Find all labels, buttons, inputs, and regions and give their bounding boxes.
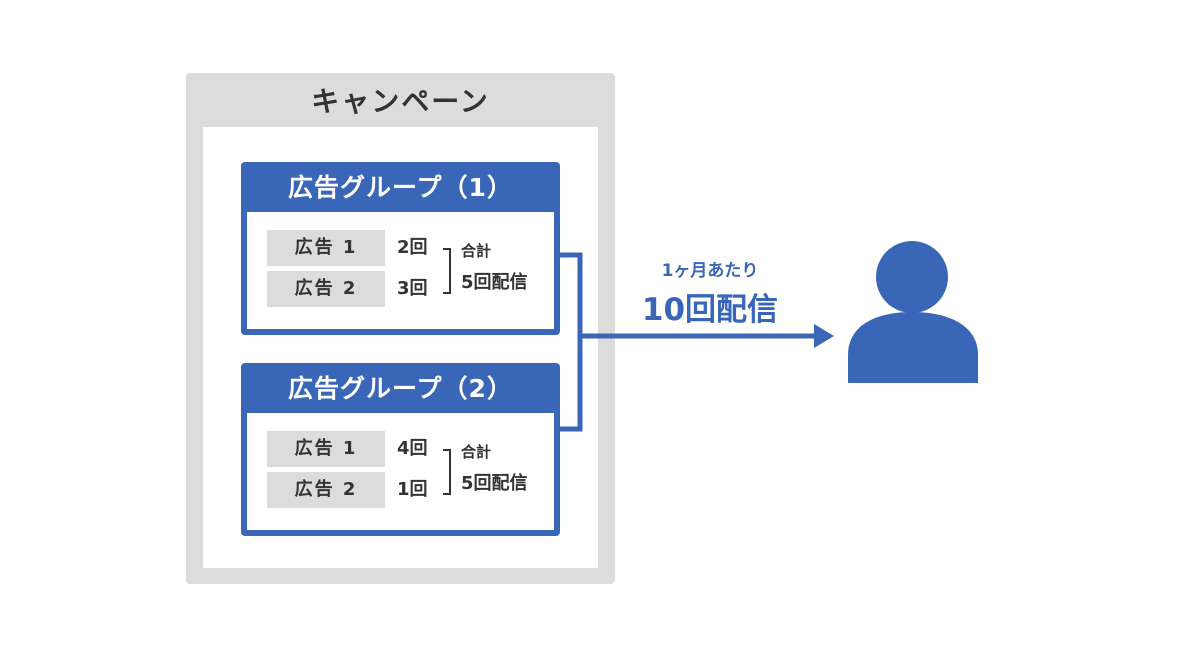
- sum-bracket: [443, 248, 451, 294]
- ad-count: 2回: [397, 237, 428, 258]
- total-value: 5回配信: [461, 473, 528, 494]
- delivery-count: 10回配信: [641, 292, 779, 328]
- group-merge-line: [560, 252, 583, 432]
- ad-label: 広告 2: [267, 472, 385, 508]
- campaign-title: キャンペーン: [311, 85, 490, 118]
- ad-count: 1回: [397, 479, 428, 500]
- total-label: 合計: [461, 242, 492, 260]
- total-label: 合計: [461, 443, 492, 461]
- ad-count: 3回: [397, 278, 428, 299]
- ad-group-title: 広告グループ（1）: [288, 173, 513, 202]
- ad-group-body: 広告 1 2回 広告 2 3回 合計 5回配信: [247, 212, 554, 329]
- ad-label: 広告 1: [267, 431, 385, 467]
- user-icon: [848, 241, 978, 383]
- ad-count: 4回: [397, 438, 428, 459]
- sum-bracket: [443, 449, 451, 495]
- ad-group-title: 広告グループ（2）: [288, 374, 513, 403]
- ad-group-body: 広告 1 4回 広告 2 1回 合計 5回配信: [247, 413, 554, 530]
- ad-group-1: 広告グループ（1） 広告 1 2回 広告 2 3回 合計 5回配信: [241, 162, 560, 335]
- arrow-right-icon: [814, 324, 834, 348]
- ad-group-2: 広告グループ（2） 広告 1 4回 広告 2 1回 合計 5回配信: [241, 363, 560, 536]
- per-month-label: 1ヶ月あたり: [661, 261, 759, 281]
- ad-label: 広告 2: [267, 271, 385, 307]
- total-value: 5回配信: [461, 272, 528, 293]
- ad-label: 広告 1: [267, 230, 385, 266]
